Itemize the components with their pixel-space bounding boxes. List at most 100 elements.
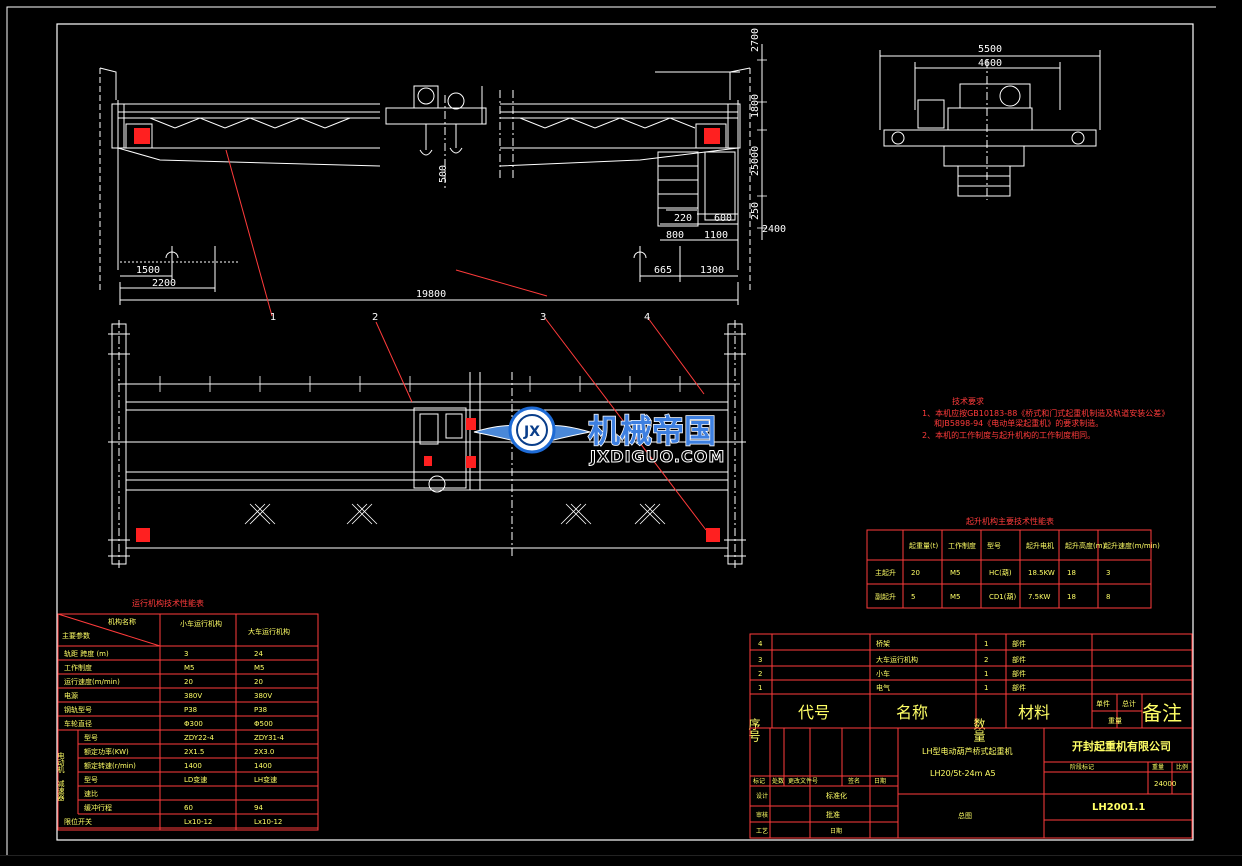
- rev-col-file: 更改文件号: [788, 777, 818, 785]
- rev-col-date: 日期: [874, 777, 886, 785]
- parts-cell: 电气: [876, 683, 890, 692]
- parts-cell: 部件: [1012, 683, 1026, 692]
- parts-cell: 2: [984, 656, 988, 664]
- parts-header-code: 代号: [798, 703, 830, 722]
- parts-cell: 1: [984, 684, 988, 692]
- callout-2: 2: [372, 312, 378, 323]
- plan-view[interactable]: [108, 320, 746, 570]
- role-approve: 批准: [826, 810, 840, 819]
- role-craft: 工艺: [756, 827, 768, 835]
- hoist-cell: M5: [950, 593, 961, 601]
- parts-cell: 2: [758, 670, 762, 678]
- travel-cell: 车轮直径: [64, 719, 92, 728]
- dim-250: 250: [750, 202, 761, 220]
- parts-header-remark: 备注: [1142, 701, 1182, 725]
- scale-label: 比例: [1176, 763, 1188, 771]
- travel-header-col1: 小车运行机构: [180, 619, 222, 628]
- dim-25000: 25000: [750, 146, 761, 176]
- parts-header-weight: 重量: [1108, 717, 1122, 725]
- wheel-block-right-top: [704, 128, 720, 144]
- trolley-block-1: [466, 418, 476, 430]
- parts-cell: 大车运行机构: [876, 655, 918, 664]
- travel-cell: 94: [254, 804, 263, 812]
- travel-header-col2: 大车运行机构: [248, 627, 290, 636]
- hoist-cell: HC(葫): [989, 568, 1012, 577]
- travel-cell: LH变速: [254, 775, 277, 784]
- hoist-header-2: 工作制度: [948, 541, 976, 550]
- travel-cell: 1400: [184, 762, 202, 770]
- travel-cell: 型号: [84, 733, 98, 742]
- product-model: LH20/5t-24m A5: [930, 769, 996, 778]
- vertical-scrollbar[interactable]: [1216, 0, 1242, 866]
- dim-2400: 2400: [762, 224, 786, 235]
- travel-cell: LD变速: [184, 775, 207, 784]
- travel-cell: 速比: [84, 789, 98, 798]
- dim-220: 220: [674, 213, 692, 224]
- role-date: 日期: [830, 827, 842, 835]
- drawing-number: LH2001.1: [1092, 802, 1145, 813]
- travel-cell: Φ300: [184, 720, 203, 728]
- travel-cell: 限位开关: [64, 817, 92, 826]
- wheel-block-left-top: [134, 128, 150, 144]
- parts-cell: 部件: [1012, 669, 1026, 678]
- parts-header-qty: 数量: [972, 717, 986, 742]
- parts-header-name: 名称: [896, 703, 928, 722]
- travel-cell: 380V: [184, 692, 202, 700]
- dim-1800: 1800: [750, 94, 761, 118]
- parts-cell: 4: [758, 640, 763, 648]
- wheel-block-left-bottom: [136, 528, 150, 542]
- watermark-badge: JX: [523, 424, 540, 440]
- travel-cell: 额定转速(r/min): [84, 761, 136, 770]
- travel-cell: 钢轨型号: [64, 705, 92, 714]
- stage-label: 阶段标记: [1070, 763, 1094, 771]
- dim-665: 665: [654, 265, 672, 276]
- travel-cell: 电源: [64, 691, 78, 700]
- parts-header-no: 序号: [747, 717, 761, 742]
- dim-4600: 4600: [978, 58, 1002, 69]
- side-view[interactable]: [879, 50, 1101, 200]
- hoist-cell: 18: [1067, 569, 1076, 577]
- travel-header-left: 主要参数: [62, 631, 90, 640]
- tech-requirements: 技术要求 1、本机应按GB10183-88《桥式和门式起重机制造及轨道安装公差》…: [922, 396, 1169, 440]
- wheel-block-right-bottom: [706, 528, 720, 542]
- parts-cell: 桥架: [876, 639, 890, 648]
- inner-border: [56, 23, 1194, 841]
- travel-cell: 缓冲行程: [84, 803, 112, 812]
- dim-1100: 1100: [704, 230, 728, 241]
- rev-col-sign: 签名: [848, 777, 860, 785]
- hoist-cell: CD1(葫): [989, 592, 1016, 601]
- watermark-title: 机械帝国: [588, 412, 716, 450]
- travel-cell: 60: [184, 804, 193, 812]
- title-block: LH型电动葫芦桥式起重机 LH20/5t-24m A5 开封起重机有限公司 阶段…: [749, 727, 1193, 839]
- hoist-cell: 副起升: [875, 592, 896, 601]
- travel-cell: M5: [184, 664, 195, 672]
- hoist-header-6: 起升速度(m/min): [1104, 541, 1160, 550]
- hoist-cell: M5: [950, 569, 961, 577]
- travel-cell: 20: [254, 678, 263, 686]
- horizontal-scrollbar[interactable]: [0, 855, 1242, 866]
- trolley-block-3: [424, 456, 432, 466]
- parts-cell: 1: [984, 640, 988, 648]
- dim-500: 500: [438, 165, 449, 183]
- travel-cell: M5: [254, 664, 265, 672]
- hoist-cell: 20: [911, 569, 920, 577]
- travel-spec-table: 运行机构技术性能表 主要参数 机构名称 小车运行机构 大车运行机构 电动机 减速…: [57, 598, 319, 831]
- travel-header-mech: 机构名称: [108, 617, 136, 626]
- watermark-logo: JX 机械帝国 JXDIGUO.COM: [473, 406, 725, 467]
- watermark-subtitle: JXDIGUO.COM: [589, 447, 725, 466]
- hoist-cell: 7.5KW: [1028, 593, 1050, 601]
- callout-3: 3: [540, 312, 546, 323]
- tech-req-title: 技术要求: [952, 396, 984, 406]
- travel-cell: 运行速度(m/min): [64, 677, 120, 686]
- leader-lines: [225, 149, 707, 531]
- elevation-view[interactable]: [99, 44, 767, 305]
- role-design: 设计: [756, 792, 768, 800]
- travel-cell: 1400: [254, 762, 272, 770]
- parts-cell: 3: [758, 656, 762, 664]
- callout-1: 1: [270, 312, 276, 323]
- parts-cell: 1: [984, 670, 988, 678]
- parts-cell: 部件: [1012, 639, 1026, 648]
- travel-cell: Lx10-12: [254, 818, 282, 826]
- hoist-table-title: 起升机构主要技术性能表: [966, 516, 1054, 526]
